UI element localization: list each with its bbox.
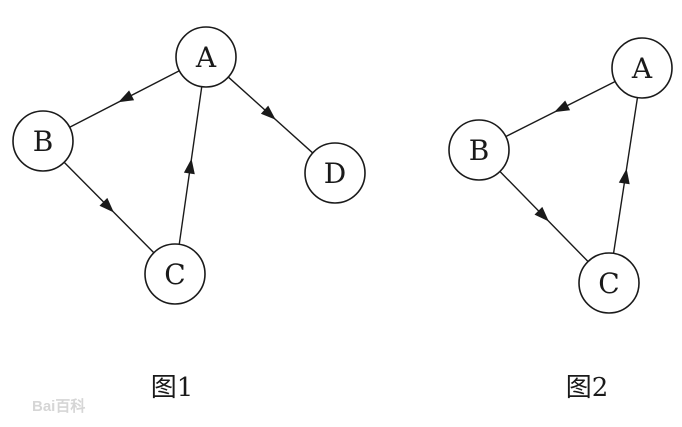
- node-B-circle: [448, 119, 510, 181]
- node-A-circle: [175, 26, 237, 88]
- node-A-label: A: [195, 41, 217, 74]
- node-B-label: B: [33, 125, 54, 158]
- node-D-label: D: [324, 157, 346, 190]
- node-C-circle: [578, 252, 640, 314]
- node-C-label: C: [598, 267, 619, 300]
- node-D-circle: [304, 142, 366, 204]
- arrowhead-A-D: [260, 105, 276, 120]
- node-C-circle: [144, 243, 206, 305]
- arrowhead-A-B: [118, 90, 135, 103]
- arrowhead-A-B: [554, 100, 571, 113]
- arrowhead-C-A: [618, 168, 630, 185]
- node-B-label: B: [469, 134, 490, 167]
- figure-1-caption: 图1: [151, 373, 194, 403]
- node-A-label: A: [631, 52, 653, 85]
- arrowhead-C-A: [183, 158, 195, 175]
- node-C-label: C: [164, 258, 185, 291]
- node-A-circle: [611, 37, 673, 99]
- figure-1: A B C D: [12, 26, 366, 305]
- watermark: Bai百科: [32, 397, 85, 415]
- arrowhead-B-C: [534, 206, 549, 222]
- figure-2-caption: 图2: [566, 373, 609, 403]
- arrowhead-B-C: [99, 197, 114, 213]
- node-B-circle: [12, 110, 74, 172]
- figure-2: A B C: [448, 37, 673, 314]
